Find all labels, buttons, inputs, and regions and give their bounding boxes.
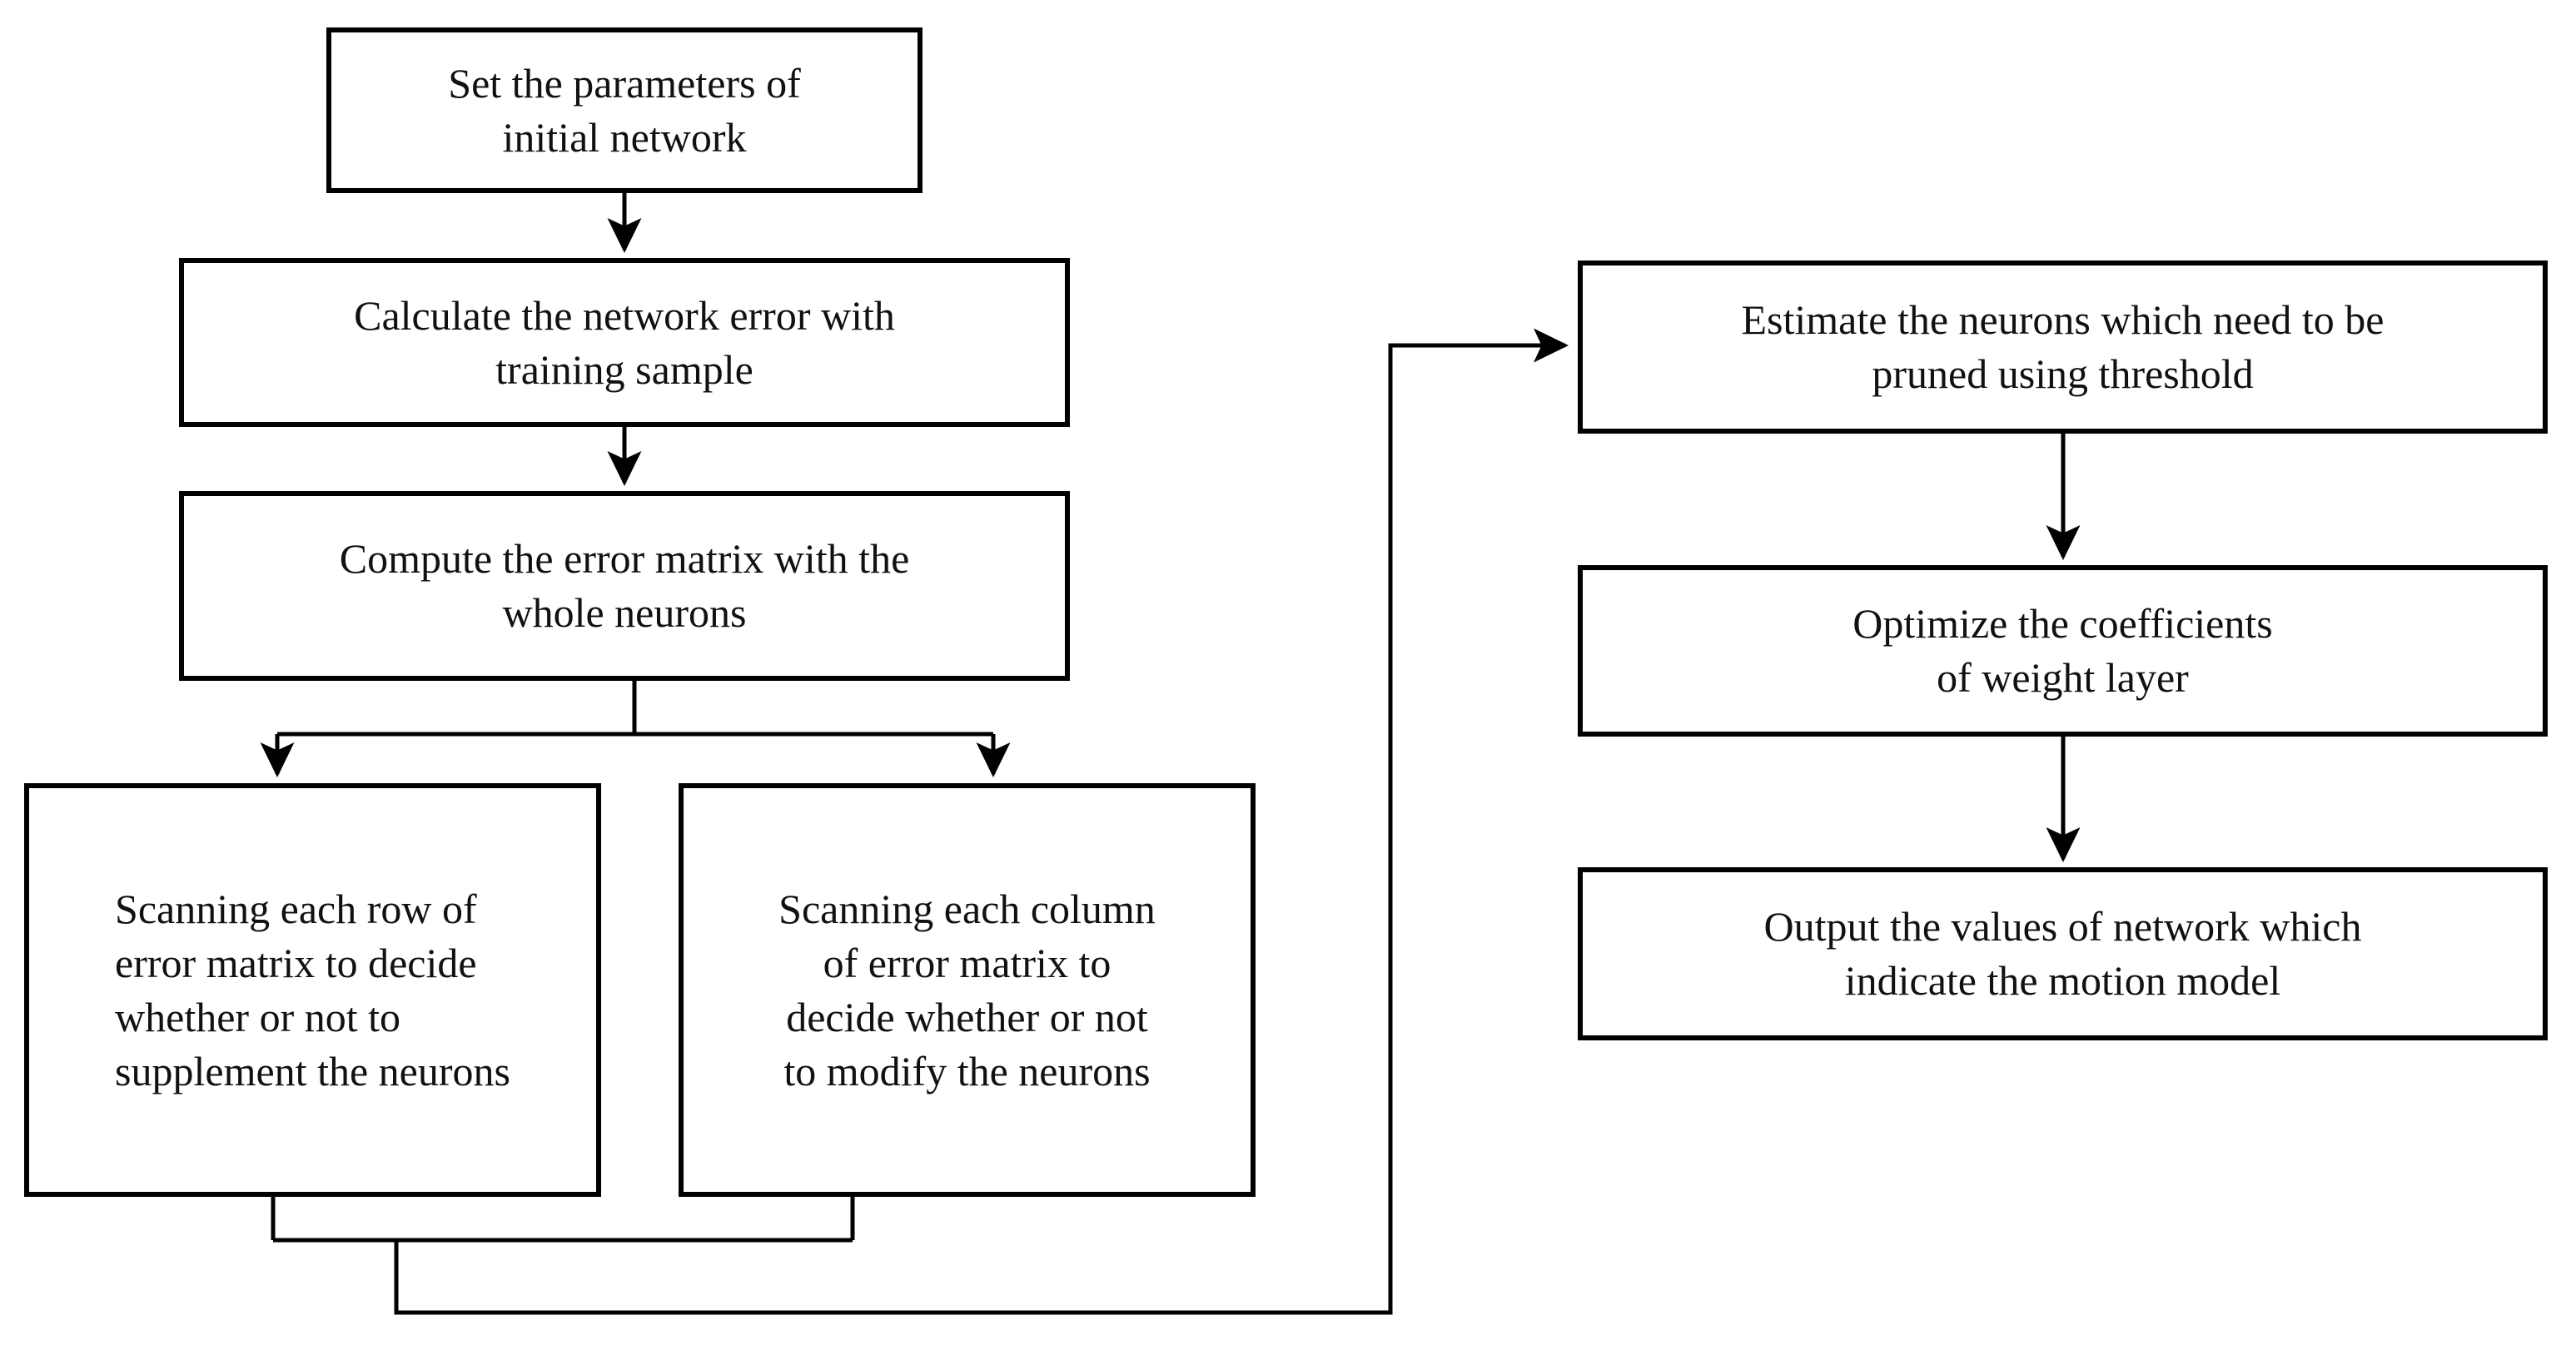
node-output-values[interactable]: Output the values of network which indic… [1578, 867, 2548, 1040]
node-estimate-pruned-neurons-label: Estimate the neurons which need to be pr… [1741, 296, 2385, 397]
node-scan-rows[interactable]: Scanning each row of error matrix to dec… [24, 783, 601, 1197]
node-compute-error-matrix[interactable]: Compute the error matrix with the whole … [179, 491, 1070, 681]
node-calculate-error-label: Calculate the network error with trainin… [354, 291, 895, 393]
node-compute-error-matrix-label: Compute the error matrix with the whole … [339, 535, 910, 636]
node-scan-rows-label: Scanning each row of error matrix to dec… [115, 885, 510, 1094]
node-set-parameters[interactable]: Set the parameters of initial network [326, 27, 922, 193]
node-calculate-error[interactable]: Calculate the network error with trainin… [179, 258, 1070, 427]
node-scan-columns[interactable]: Scanning each column of error matrix to … [679, 783, 1256, 1197]
connector-feedback-loop [394, 328, 1569, 1315]
node-optimize-coefficients[interactable]: Optimize the coefficients of weight laye… [1578, 565, 2548, 737]
node-optimize-coefficients-label: Optimize the coefficients of weight laye… [1852, 600, 2273, 701]
node-estimate-pruned-neurons[interactable]: Estimate the neurons which need to be pr… [1578, 261, 2548, 434]
node-set-parameters-label: Set the parameters of initial network [448, 59, 801, 161]
node-output-values-label: Output the values of network which indic… [1763, 903, 2362, 1004]
node-scan-columns-label: Scanning each column of error matrix to … [778, 885, 1156, 1094]
